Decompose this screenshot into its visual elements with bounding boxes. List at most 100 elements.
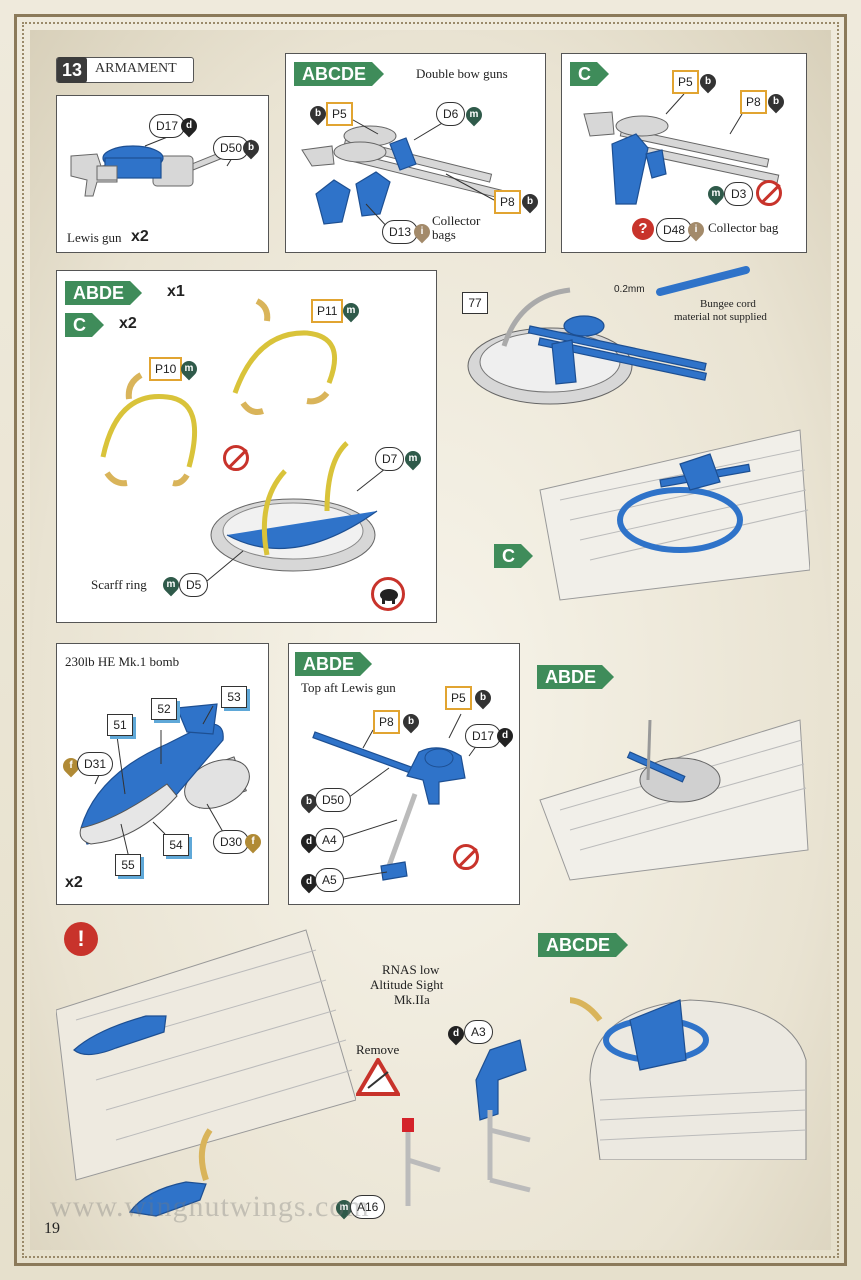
part-p8: P8 (740, 90, 767, 114)
part-53: 53 (221, 686, 247, 708)
paint-drop-b: b (471, 686, 495, 710)
top-aft-lewis-illustration (312, 713, 486, 881)
paint-drop-b: b (399, 710, 423, 734)
bomb-installation-illustration (56, 929, 356, 1217)
top-aft-lewis-panel: ABDE Top aft Lewis gun P5 b P8 b D17 d b… (288, 643, 520, 905)
part-d6: D6 (436, 102, 466, 126)
step-header: 13 ARMAMENT (56, 57, 194, 83)
scarff-ring-illustration (100, 298, 396, 582)
sight-label-line1: RNAS low (382, 962, 440, 977)
variant-c-count: x2 (119, 315, 137, 332)
fuselage-view-lewis-illustration (539, 719, 809, 881)
variant-badge-abcde: ABCDE (294, 62, 384, 86)
nose-gun-mount-illustration (570, 997, 807, 1160)
part-p10: P10 (149, 357, 183, 381)
part-d31: D31 (77, 752, 114, 776)
part-a3: A3 (464, 1020, 493, 1044)
part-52: 52 (151, 698, 177, 720)
part-55: 55 (115, 854, 141, 876)
warning-icon: ! (64, 922, 98, 956)
part-d48: D48 (656, 218, 693, 242)
part-d17: D17 (149, 114, 186, 138)
do-not-glue-icon (453, 844, 479, 870)
part-a4: A4 (315, 828, 344, 852)
part-d13: D13 (382, 220, 419, 244)
lewis-gun-illustration (70, 133, 255, 197)
no-elephant-icon (371, 577, 405, 611)
paint-drop-m: m (462, 103, 486, 127)
part-p8: P8 (494, 190, 521, 214)
paint-drop-m: m (401, 447, 425, 471)
sight-parts-illustration (402, 1039, 531, 1206)
part-a16: A16 (350, 1195, 386, 1219)
page-border-dotted (22, 22, 839, 1258)
part-p5: P5 (672, 70, 699, 94)
page-number: 19 (44, 1220, 60, 1237)
part-d17: D17 (465, 724, 502, 748)
double-bow-guns-panel: ABCDE Double bow guns b P5 D6 m P8 b D13… (285, 53, 546, 253)
fuselage-view-scarff-illustration (539, 429, 810, 601)
bomb-title: 230lb HE Mk.1 bomb (65, 654, 180, 669)
bottom-badge-abcde: ABCDE (538, 933, 628, 957)
paint-drop-d: d (493, 724, 517, 748)
question-icon: ? (632, 218, 654, 240)
bungee-note-line1: Bungee cord (700, 298, 756, 310)
remove-warning-icon (356, 1058, 400, 1096)
paint-drop-b: b (239, 136, 263, 160)
paint-drop-d: d (177, 114, 201, 138)
part-d50: D50 (315, 788, 352, 812)
bungee-note-line2: material not supplied (674, 311, 767, 323)
collector-bag-note: Collector bag (708, 220, 779, 235)
paint-drop-b: b (518, 190, 542, 214)
page-border (14, 14, 847, 1266)
paint-drop-m: m (177, 357, 201, 381)
part-d3: D3 (724, 182, 754, 206)
step-title: ARMAMENT (95, 61, 177, 76)
part-p11: P11 (311, 299, 344, 323)
lewis-gun-panel: D17 d D50 b Lewis gun x2 (56, 95, 269, 253)
bomb-count: x2 (65, 874, 83, 891)
sight-label-line2: Altitude Sight (370, 977, 444, 992)
bomb-panel: 230lb HE Mk.1 bomb 51 52 53 54 55 f D31 … (56, 643, 269, 905)
part-p5: P5 (445, 686, 472, 710)
paint-drop-b: b (764, 90, 788, 114)
bungee-size: 0.2mm (614, 284, 645, 295)
variant-c-illustration (583, 93, 780, 205)
variant-badge-abde: ABDE (295, 652, 372, 676)
elephant-icon (380, 589, 398, 604)
variant-c-panel: C P5 b P8 b m D3 ? D48 i Collector bag (561, 53, 807, 253)
lewis-gun-caption: Lewis gun (67, 230, 122, 245)
paint-drop-m: m (339, 299, 363, 323)
variant-abde-count: x1 (167, 283, 185, 300)
double-bow-guns-title: Double bow guns (416, 66, 508, 81)
do-not-glue-icon (756, 180, 782, 206)
paint-drop-b: b (696, 70, 720, 94)
step-number: 13 (57, 57, 87, 83)
scarff-ring-caption: Scarff ring (91, 577, 147, 592)
part-a5: A5 (315, 868, 344, 892)
collector-bags-note: Collector bags (432, 213, 481, 242)
view-badge-abde: ABDE (537, 665, 614, 689)
bomb-illustration (79, 703, 250, 859)
part-d30: D30 (213, 830, 250, 854)
bungee-cord-illustration (656, 266, 750, 296)
remove-label: Remove (356, 1042, 400, 1057)
part-54: 54 (163, 834, 189, 856)
part-p8: P8 (373, 710, 400, 734)
part-p5: P5 (326, 102, 353, 126)
watermark: www.wingnutwings.com (50, 1190, 370, 1223)
part-51: 51 (107, 714, 133, 736)
do-not-glue-icon (223, 445, 249, 471)
part-d5: D5 (179, 573, 209, 597)
paint-drop-f: f (241, 830, 265, 854)
scarff-ring-panel: ABDE x1 C x2 P10 m P11 m D7 m Scarff rin (56, 270, 437, 623)
top-aft-lewis-title: Top aft Lewis gun (301, 680, 396, 695)
paint-drop-i: i (410, 220, 434, 244)
part-d7: D7 (375, 447, 405, 471)
assembled-scarff-ring-illustration (467, 287, 707, 405)
paint-drop-i: i (684, 218, 708, 242)
assembly-77: 77 (462, 292, 488, 314)
lewis-gun-count: x2 (131, 228, 149, 245)
variant-badge-abde: ABDE (65, 281, 142, 305)
